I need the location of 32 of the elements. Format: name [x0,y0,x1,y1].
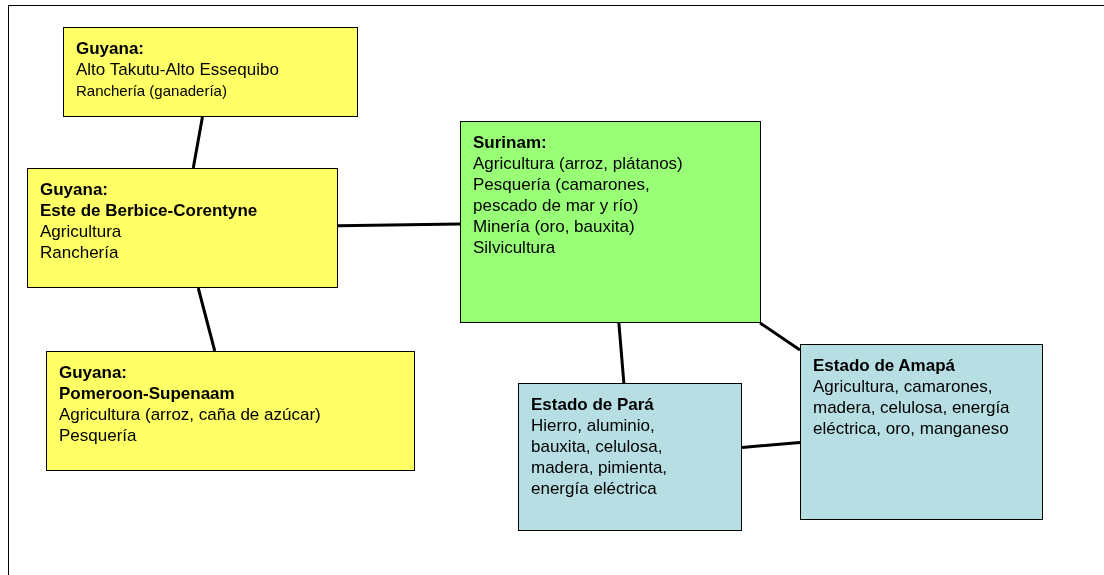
activity-text: Hierro, aluminio, bauxita, celulosa, madera, pimienta, energía eléctrica [531,415,669,499]
connector-line [337,222,461,228]
region-heading: Guyana: [40,179,110,200]
region-heading: Guyana: [76,38,146,59]
activity-text: Agricultura, camarones, madera, celulosa, energía eléctrica, oro, manganeso [813,376,1011,439]
region-heading: Pomeroon-Supenaam [59,383,236,404]
activity-text: Minería (oro, bauxita) [473,216,636,237]
region-box [460,121,761,323]
region-box [800,344,1043,520]
region-heading: Este de Berbice-Corentyne [40,200,259,221]
activity-text: Agricultura (arroz, plátanos) [473,153,684,174]
region-heading: Estado de Amapá [813,355,957,376]
region-heading: Estado de Pará [531,394,655,415]
activity-text: Ranchería (ganadería) [76,81,228,101]
region-heading: Surinam: [473,132,548,153]
region-box [27,168,338,288]
connector-line [191,116,204,169]
activity-text: Agricultura [40,221,123,242]
activity-text: Agricultura (arroz, caña de azúcar) [59,404,322,425]
connector-line [759,321,801,352]
connector-line [617,322,626,384]
region-box [518,383,742,531]
connector-line [741,440,801,449]
activity-text: Ranchería [40,242,120,263]
activity-text: Alto Takutu-Alto Essequibo [76,59,280,80]
connector-line [196,287,217,352]
region-box [63,27,358,117]
activity-text: Pesquería [59,425,138,446]
activity-text: Silvicultura [473,237,557,258]
activity-text: Pesquería (camarones, pescado de mar y río) [473,174,651,216]
region-heading: Guyana: [59,362,129,383]
region-box [46,351,415,471]
